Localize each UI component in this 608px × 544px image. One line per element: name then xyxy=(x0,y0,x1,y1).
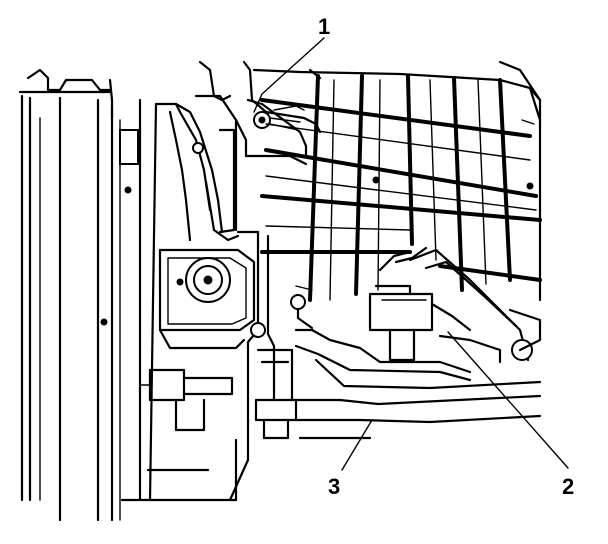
left-frame-rail xyxy=(18,68,158,522)
tube-assembly xyxy=(228,230,298,502)
leader-line-2 xyxy=(447,331,569,469)
callout-1: 1 xyxy=(318,14,330,39)
mounting-bracket xyxy=(154,60,240,242)
grid-core-panel xyxy=(252,60,542,302)
electrical-connector xyxy=(368,246,542,364)
upper-clip-bracket xyxy=(234,60,322,166)
leader-line-1 xyxy=(253,37,325,113)
leader-line-3 xyxy=(341,419,373,471)
callout-3: 3 xyxy=(328,474,340,499)
lower-housing xyxy=(290,285,542,440)
mount-bracket-bolt xyxy=(158,248,256,350)
leader-lines xyxy=(253,37,569,471)
callout-2: 2 xyxy=(562,474,574,499)
lower-connector-block xyxy=(120,368,238,502)
